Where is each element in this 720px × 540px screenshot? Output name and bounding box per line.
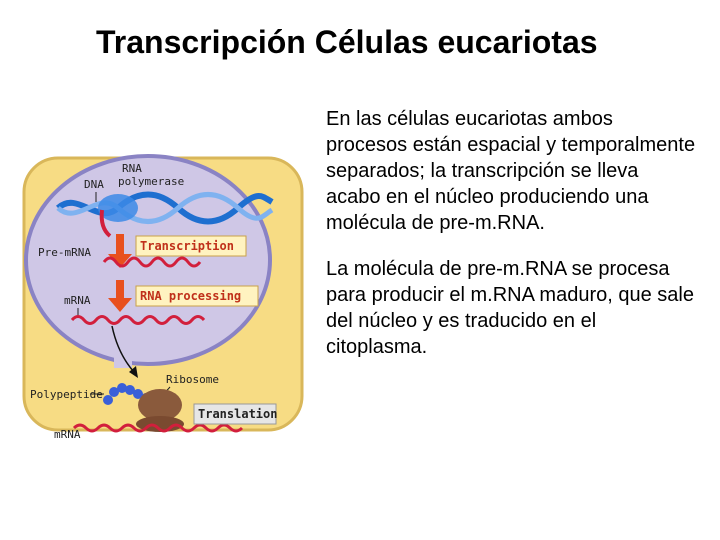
description-text: En las células eucariotas ambos procesos… — [326, 106, 698, 380]
mature-mrna-strand — [70, 315, 206, 325]
export-arrow-head — [129, 366, 138, 378]
rna-processing-box — [135, 285, 259, 307]
translation-label: Translation — [198, 407, 277, 421]
ribosome-large-subunit — [138, 389, 182, 421]
rna-polymerase — [98, 194, 138, 222]
label-mrna-nucleus: mRNA — [64, 294, 91, 307]
label-pre-mrna: Pre-mRNA — [38, 246, 91, 259]
slide-title: Transcripción Células eucariotas — [96, 24, 598, 60]
rna-processing-label: RNA processing — [140, 289, 241, 303]
label-mrna-cytoplasm: mRNA — [54, 428, 81, 441]
diagram-svg: RNA polymerase DNA Transcription Pre-mRN… — [22, 154, 304, 441]
processing-arrow — [108, 280, 132, 312]
transcription-label: Transcription — [140, 239, 234, 253]
transcription-box — [135, 235, 247, 257]
paragraph-processing: La molécula de pre-m.RNA se procesa para… — [326, 258, 694, 358]
label-ribosome: Ribosome — [166, 373, 219, 386]
eukaryotic-transcription-diagram: RNA polymerase DNA Transcription Pre-mRN… — [0, 150, 310, 450]
export-arrow — [111, 325, 135, 373]
label-rna: RNA — [122, 162, 142, 175]
translation-box — [193, 403, 277, 425]
label-polypeptide: Polypeptide — [30, 388, 103, 401]
label-polymerase: polymerase — [118, 175, 184, 188]
nascent-rna — [99, 209, 112, 238]
cytoplasmic-mrna-strand — [72, 423, 244, 433]
dna-strand-2 — [56, 192, 274, 224]
pre-mrna-strand — [102, 256, 202, 268]
paragraph-transcription: En las células eucariotas ambos procesos… — [326, 108, 696, 234]
label-dna: DNA — [84, 178, 104, 191]
